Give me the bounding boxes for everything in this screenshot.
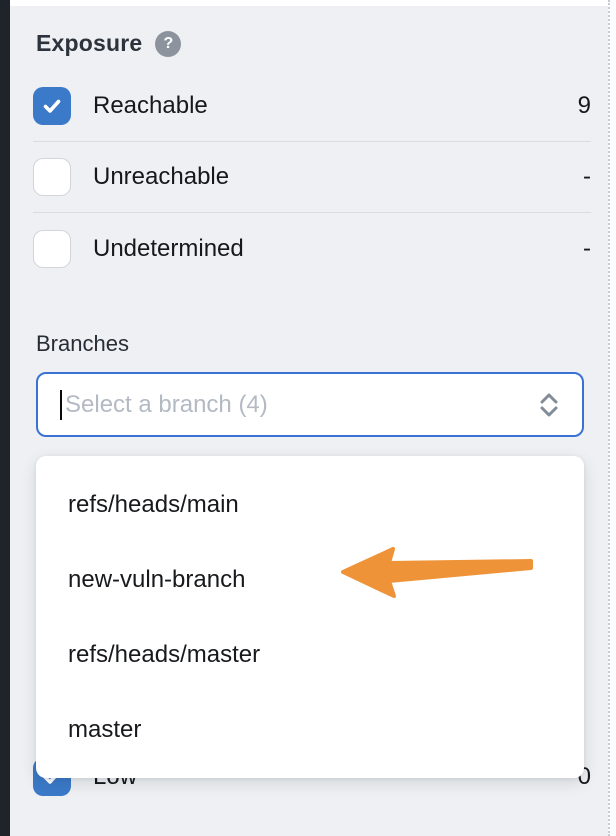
unreachable-checkbox[interactable] — [33, 158, 71, 196]
text-caret — [60, 389, 62, 420]
top-divider-strip — [10, 0, 616, 6]
exposure-filter-list: Reachable 9 Unreachable - Undetermined - — [33, 71, 591, 284]
branch-option-new-vuln-branch[interactable]: new-vuln-branch — [68, 565, 246, 593]
filter-row-undetermined[interactable]: Undetermined - — [33, 213, 591, 284]
filter-count: 9 — [577, 92, 591, 119]
branches-section-label: Branches — [36, 331, 129, 356]
filter-label: Undetermined — [93, 234, 244, 262]
filter-count: - — [583, 163, 591, 190]
exposure-title: Exposure — [36, 30, 143, 56]
branch-option-refs-heads-main[interactable]: refs/heads/main — [68, 490, 239, 518]
undetermined-checkbox[interactable] — [33, 229, 71, 268]
exposure-section-header: Exposure ? — [36, 30, 182, 57]
filter-count: - — [583, 234, 591, 262]
filter-label: Unreachable — [93, 163, 230, 190]
branch-option-master[interactable]: master — [68, 715, 142, 743]
checkmark-icon — [43, 99, 61, 113]
filter-row-reachable[interactable]: Reachable 9 — [33, 71, 591, 142]
filter-label: Reachable — [93, 92, 208, 119]
panel-resize-handle[interactable] — [608, 0, 616, 836]
help-icon[interactable]: ? — [155, 30, 182, 57]
branch-option-refs-heads-master[interactable]: refs/heads/master — [68, 640, 261, 668]
window-left-edge — [0, 0, 10, 836]
reachable-checkbox[interactable] — [33, 87, 71, 125]
branch-dropdown-menu: refs/heads/main new-vuln-branch refs/hea… — [36, 456, 584, 778]
chevron-up-down-icon[interactable] — [538, 391, 560, 419]
branch-select-input[interactable]: Select a branch (4) — [36, 372, 584, 437]
branch-input-placeholder: Select a branch (4) — [65, 390, 268, 418]
filter-row-unreachable[interactable]: Unreachable - — [33, 142, 591, 213]
